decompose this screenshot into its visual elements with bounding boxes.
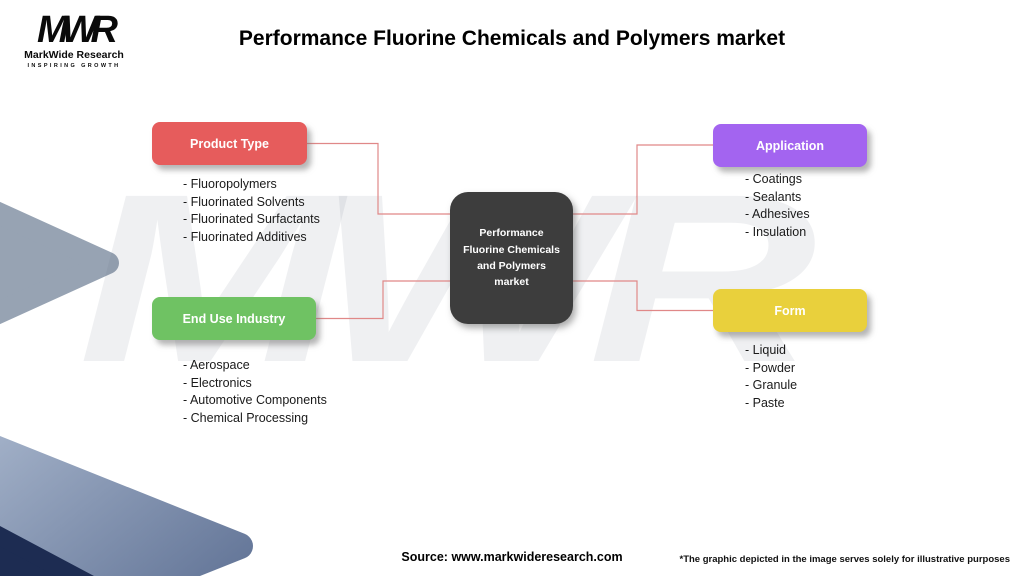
list-item: - Paste bbox=[745, 395, 785, 410]
list-item: - Chemical Processing bbox=[183, 410, 309, 425]
node-application-list: - Coatings - Sealants - Adhesives - Insu… bbox=[745, 171, 810, 241]
markwide-logo: MWR MarkWide Research INSPIRING GROWTH bbox=[18, 9, 130, 70]
logo-tagline: INSPIRING GROWTH bbox=[27, 63, 121, 70]
source-url: www.markwideresearch.com bbox=[451, 550, 623, 564]
list-item: - Fluorinated Solvents bbox=[183, 194, 305, 209]
list-item: - Powder bbox=[745, 360, 796, 375]
node-product-type-list: - Fluoropolymers - Fluorinated Solvents … bbox=[183, 176, 320, 246]
connector-form bbox=[572, 280, 713, 312]
source-text: Source: www.markwideresearch.com bbox=[0, 550, 1024, 564]
node-end-use-industry-header: End Use Industry bbox=[152, 297, 316, 340]
list-item: - Fluoropolymers bbox=[183, 177, 277, 191]
list-item: - Sealants bbox=[745, 189, 802, 204]
page-title: Performance Fluorine Chemicals and Polym… bbox=[238, 27, 786, 50]
center-node: Performance Fluorine Chemicals and Polym… bbox=[450, 192, 573, 324]
list-item: - Automotive Components bbox=[183, 393, 327, 407]
list-item: - Fluorinated Surfactants bbox=[183, 212, 320, 226]
node-end-use-industry-list: - Aerospace - Electronics - Automotive C… bbox=[183, 357, 327, 427]
disclaimer-text: *The graphic depicted in the image serve… bbox=[679, 554, 1011, 565]
node-product-type-header: Product Type bbox=[152, 122, 307, 165]
connector-product-type bbox=[307, 142, 451, 215]
list-item: - Coatings bbox=[745, 172, 802, 186]
list-item: - Insulation bbox=[745, 224, 807, 239]
node-form-list: - Liquid - Powder - Granule - Paste bbox=[745, 342, 797, 412]
corner-chevron-shape bbox=[0, 435, 253, 576]
list-item: - Liquid bbox=[745, 343, 786, 357]
node-application-header: Application bbox=[713, 124, 867, 167]
connector-end-use-industry bbox=[316, 280, 451, 320]
list-item: - Electronics bbox=[183, 375, 252, 390]
logo-name: MarkWide Research bbox=[24, 49, 124, 62]
list-item: - Granule bbox=[745, 378, 798, 392]
source-label: Source: bbox=[401, 550, 448, 564]
logo-mwr-glyph: MWR bbox=[37, 9, 118, 51]
node-form-header: Form bbox=[713, 289, 867, 332]
left-triangle-shape bbox=[0, 201, 119, 325]
list-item: - Adhesives bbox=[745, 207, 810, 221]
connector-application bbox=[572, 144, 713, 215]
list-item: - Aerospace bbox=[183, 358, 250, 372]
corner-navy-shape bbox=[0, 526, 95, 576]
list-item: - Fluorinated Additives bbox=[183, 229, 307, 244]
